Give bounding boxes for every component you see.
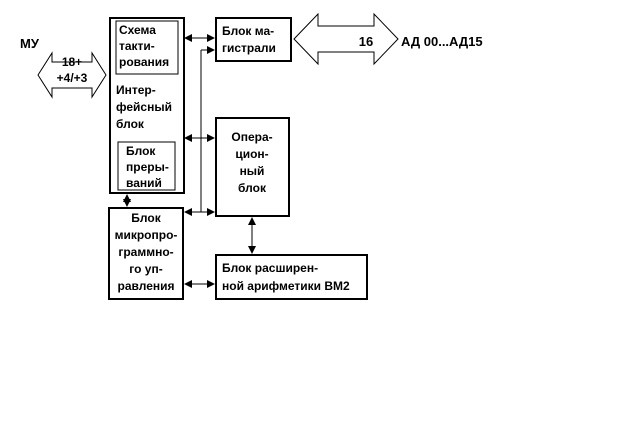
interface-block-line-1: Интер- [116,83,156,97]
microprogram-block-line-1: Блок [131,211,161,225]
operational-block-line-3: ный [240,164,265,178]
operational-block-frame [215,117,290,217]
interface-block: Схема такти- рования Интер- фейсный блок… [109,17,185,194]
left-bus-label: МУ [20,36,40,51]
bus-block: Блок ма- гистрали [215,17,292,62]
microprogram-block-line-5: равления [118,279,175,293]
clock-scheme-line-2: такти- [119,39,155,53]
microprogram-block-line-2: микропро- [115,228,178,242]
microprogram-block-line-4: го уп- [129,262,162,276]
operational-block-line-2: цион- [235,147,268,161]
left-bus-arrow-shape [37,51,107,99]
bus-block-frame [215,17,292,62]
operational-block: Опера- цион- ный блок [215,117,290,217]
operational-block-line-4: блок [238,181,267,195]
left-bus-line-2: +4/+3 [57,71,88,85]
clock-scheme-line-1: Схема [119,23,156,37]
interface-block-line-3: блок [116,117,145,131]
operational-block-line-1: Опера- [231,130,272,144]
arithmetic-block-line-2: ной арифметики ВМ2 [222,279,350,293]
interface-block-line-2: фейсный [116,100,172,114]
connections [123,34,256,288]
microprogram-block-frame [108,207,184,300]
microprogram-block: Блок микропро- граммно- го уп- равления [108,207,184,300]
interrupt-block-line-3: ваний [126,176,162,190]
interrupt-block-line-2: преры- [126,160,169,174]
clock-scheme-box [115,20,179,75]
arithmetic-block: Блок расширен- ной арифметики ВМ2 [215,254,368,300]
left-bus-line-1: 18+ [62,55,82,69]
interrupt-block-line-1: Блок [126,144,156,158]
clock-scheme-line-3: рования [119,55,169,69]
left-bus: МУ 18+ +4/+3 [20,36,107,99]
bus-block-line-1: Блок ма- [222,24,274,38]
arithmetic-block-frame [215,254,368,300]
right-bus-width: 16 [359,34,373,49]
right-bus-arrow-shape [293,12,399,66]
right-bus: 16 АД 00...АД15 [293,12,483,66]
bus-block-line-2: гистрали [222,41,276,55]
interrupt-block-box [117,141,176,191]
microprogram-block-line-3: граммно- [118,245,173,259]
arithmetic-block-line-1: Блок расширен- [222,261,318,275]
right-bus-label: АД 00...АД15 [401,34,483,49]
